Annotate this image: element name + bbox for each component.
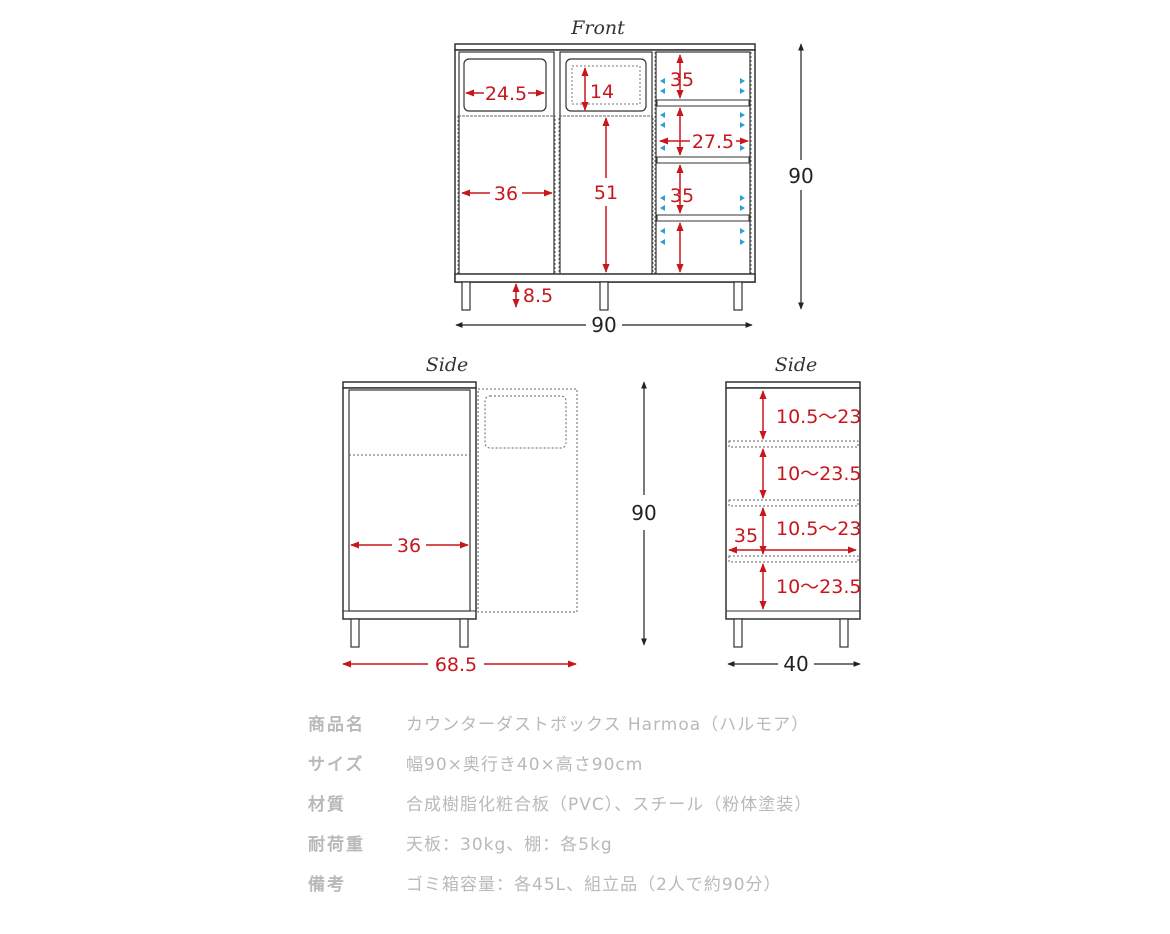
dim-front-leg-height: 8.5: [523, 285, 553, 307]
dim-side-open-depth: 68.5: [435, 654, 477, 676]
front-top-board: [454, 43, 756, 51]
spec-value: 天板：30kg、棚：各5kg: [406, 834, 613, 855]
side-left-body: [342, 387, 477, 620]
front-window-left: [463, 58, 547, 112]
spec-row-product-name: 商品名 カウンターダストボックス Harmoa（ハルモア）: [308, 702, 1008, 742]
side-right-top: [725, 381, 861, 389]
dim-side-shelf-depth: 35: [734, 525, 758, 547]
dim-side-height: 90: [631, 501, 656, 525]
side-right-shelf-1: [728, 440, 859, 448]
spec-label: 商品名: [308, 714, 365, 735]
spec-row-size: サイズ 幅90×奥行き40×高さ90cm: [308, 742, 1008, 782]
side-right-title: Side: [775, 354, 818, 376]
spec-label: 材質: [308, 794, 346, 815]
dim-front-shelf-top: 35: [670, 69, 694, 91]
dim-front-window-width: 24.5: [485, 83, 527, 105]
spec-value: 幅90×奥行き40×高さ90cm: [406, 754, 644, 775]
front-title: Front: [570, 17, 625, 39]
dim-front-shelf-lower: 35: [670, 185, 694, 207]
side-right-leg-back: [839, 618, 849, 648]
dim-side-shelf-4: 10～23.5: [776, 576, 861, 598]
dim-front-total-width: 90: [591, 313, 616, 337]
spec-label: 耐荷重: [308, 834, 365, 855]
spec-label: 備考: [308, 874, 346, 895]
side-left-open-window: [484, 395, 567, 449]
shelf-pin-markers: [660, 78, 745, 245]
dim-side-shelf-1: 10.5～23: [776, 406, 861, 428]
dim-side-shelf-2: 10～23.5: [776, 463, 861, 485]
dim-front-total-height: 90: [788, 164, 813, 188]
dim-front-shelf-width: 27.5: [692, 131, 734, 153]
front-leg-right: [733, 281, 743, 311]
front-bin-middle: [558, 115, 654, 275]
front-shelf-3: [656, 214, 750, 222]
front-bin-left: [457, 115, 556, 275]
side-left-top: [342, 381, 477, 389]
spec-table: 商品名 カウンターダストボックス Harmoa（ハルモア） サイズ 幅90×奥行…: [308, 702, 1008, 902]
front-shelf-1: [656, 99, 750, 107]
side-view-right: Side 10.5～23 10～23.5 10.5～23 35 10～23.5 …: [725, 354, 861, 676]
side-right-body: [725, 387, 861, 620]
side-left-leg-front: [350, 618, 360, 648]
front-base: [454, 273, 756, 283]
side-left-leg-back: [459, 618, 469, 648]
side-view-left: Side 36 68.5 90: [342, 354, 657, 676]
front-leg-left: [461, 281, 471, 311]
dim-side-depth: 40: [783, 652, 808, 676]
front-shelf-2: [656, 156, 750, 164]
spec-row-load: 耐荷重 天板：30kg、棚：各5kg: [308, 822, 1008, 862]
spec-value: カウンターダストボックス Harmoa（ハルモア）: [406, 714, 810, 735]
side-right-leg-front: [733, 618, 743, 648]
dim-side-shelf-3: 10.5～23: [776, 518, 861, 540]
front-view: Front: [454, 17, 814, 337]
spec-value: 合成樹脂化粧合板（PVC）、スチール（粉体塗装）: [406, 794, 813, 815]
side-right-shelf-3: [728, 555, 859, 563]
spec-label: サイズ: [308, 754, 365, 775]
front-leg-middle: [599, 281, 609, 311]
spec-row-notes: 備考 ゴミ箱容量：各45L、組立品（2人で約90分）: [308, 862, 1008, 902]
spec-value: ゴミ箱容量：各45L、組立品（2人で約90分）: [406, 874, 782, 895]
spec-row-material: 材質 合成樹脂化粧合板（PVC）、スチール（粉体塗装）: [308, 782, 1008, 822]
side-right-shelf-2: [728, 499, 859, 507]
dim-front-bin-height: 51: [594, 182, 618, 204]
side-left-title: Side: [426, 354, 469, 376]
dim-front-left-width: 36: [494, 183, 518, 205]
side-left-open-door: [477, 388, 578, 613]
dim-front-window-height: 14: [590, 81, 614, 103]
dim-side-inner-depth: 36: [397, 535, 421, 557]
